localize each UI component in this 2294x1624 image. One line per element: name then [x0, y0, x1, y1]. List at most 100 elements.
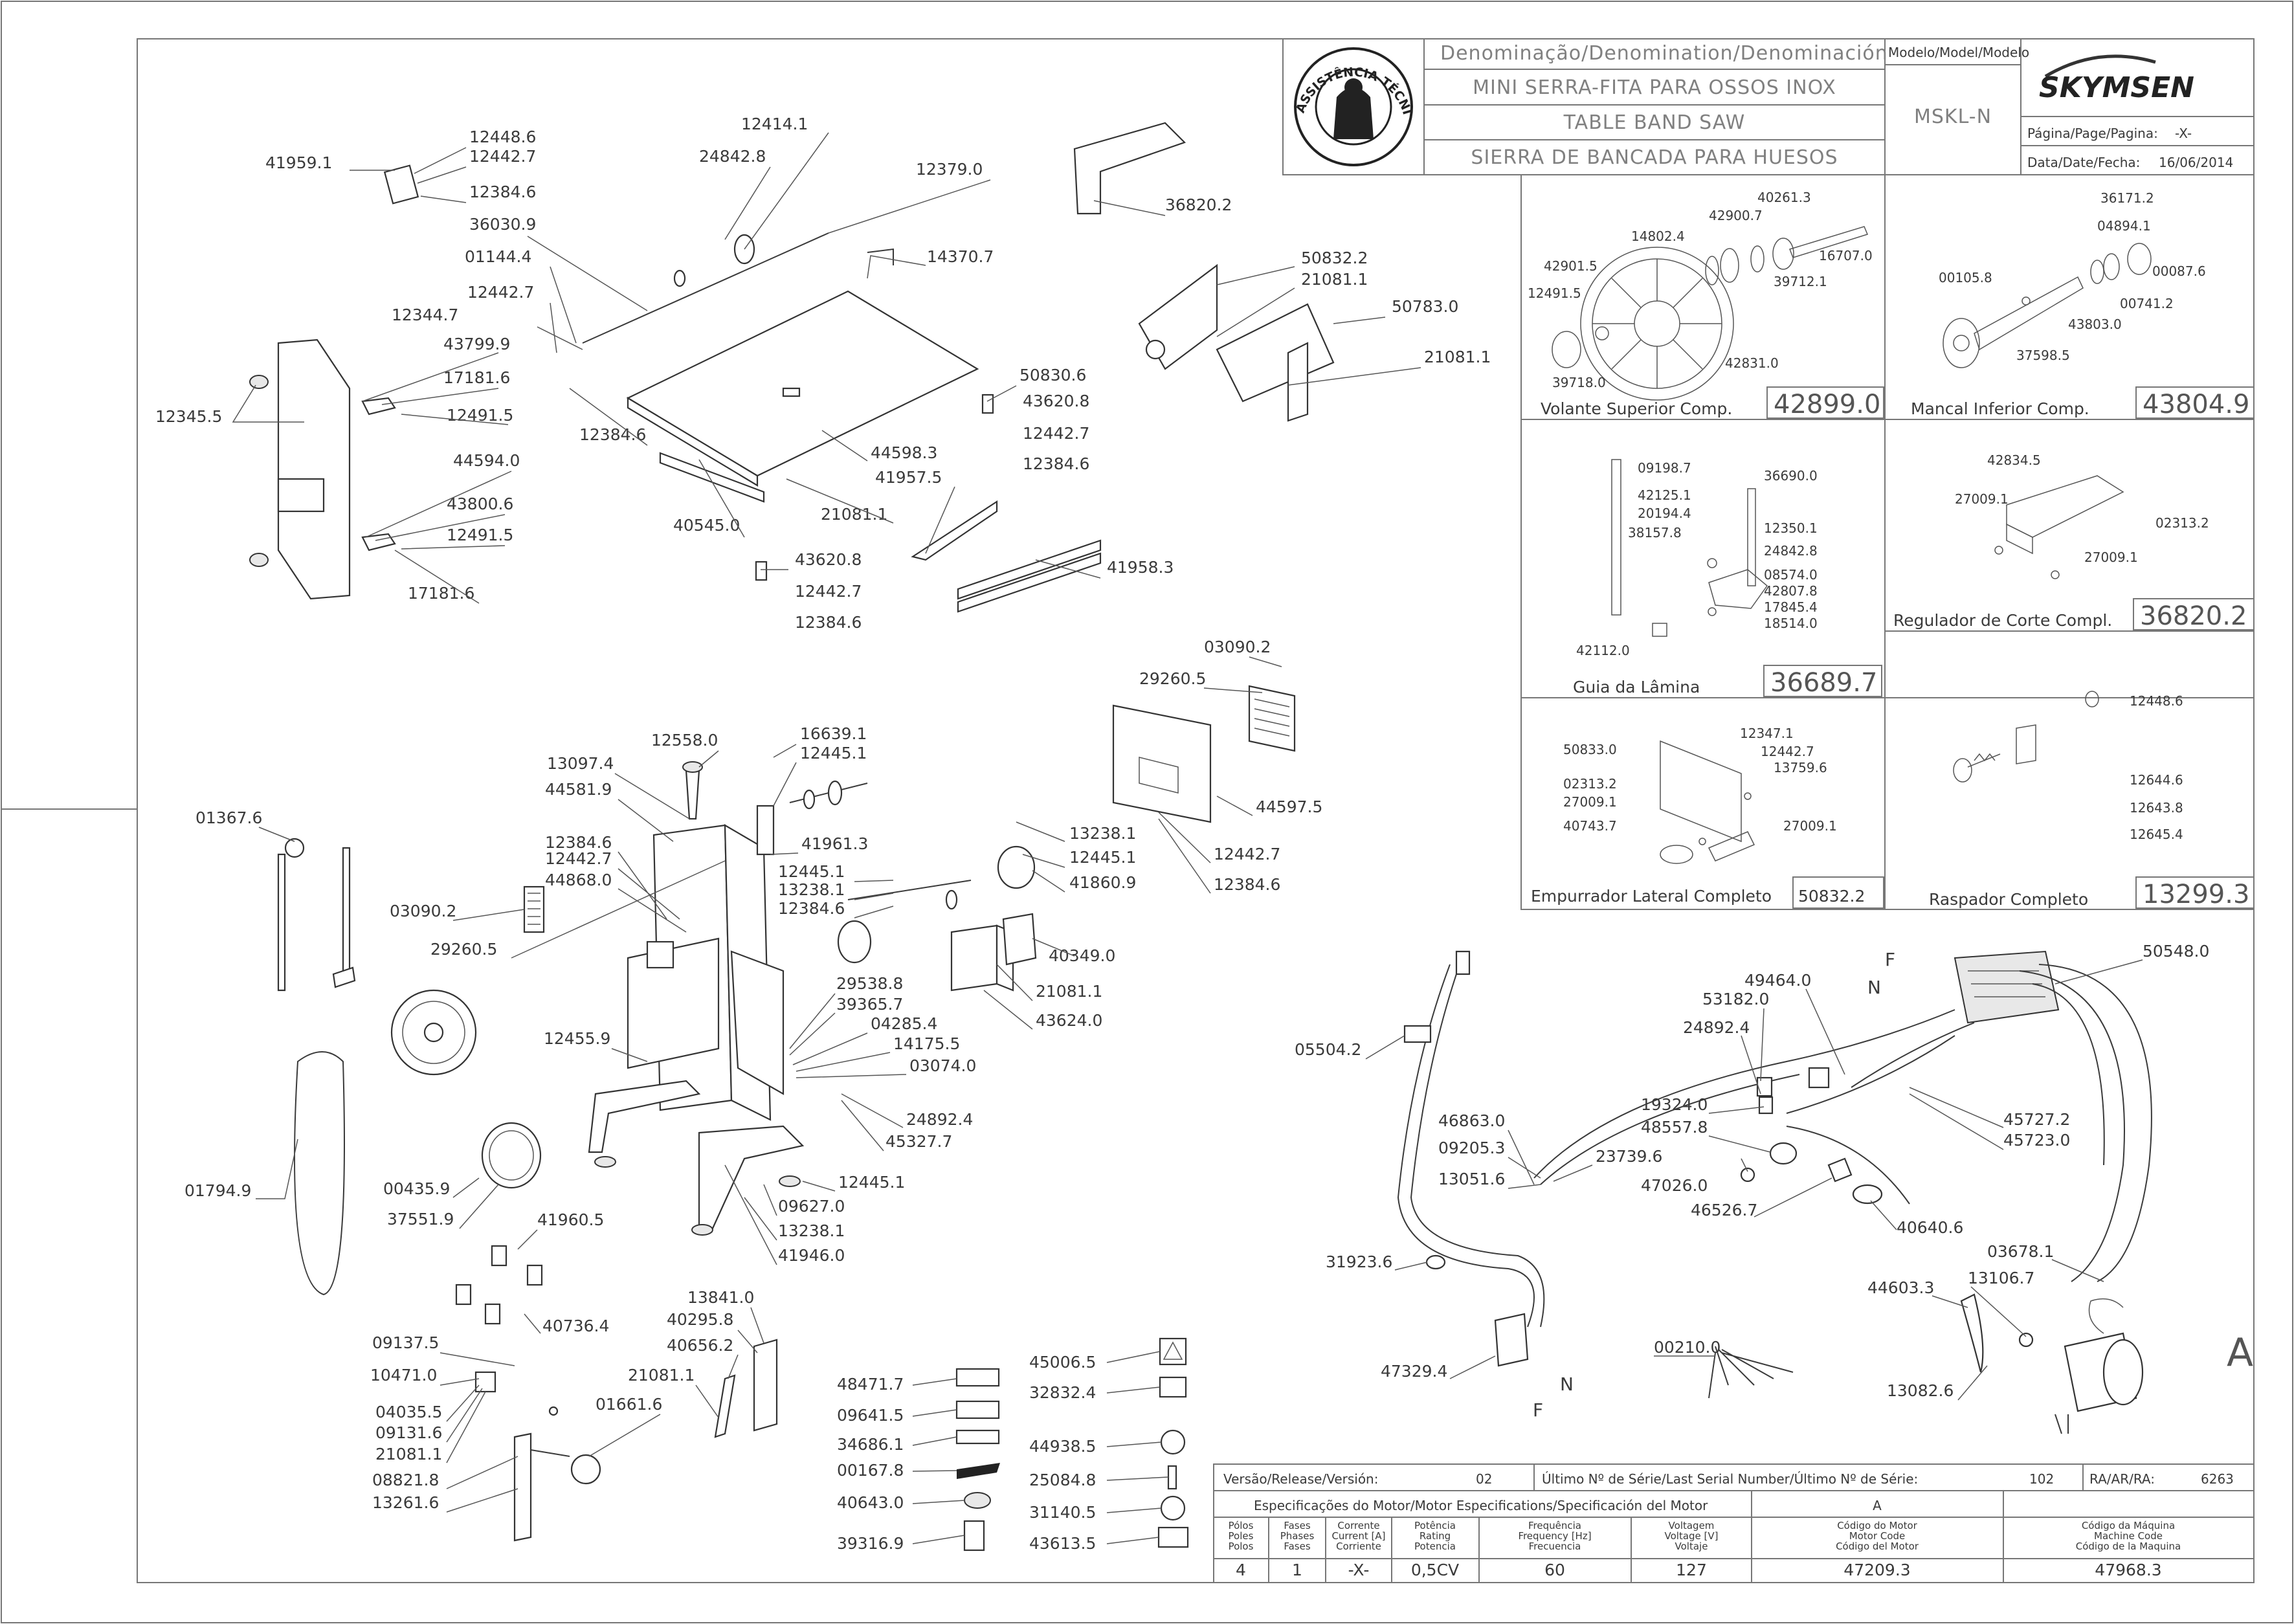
svg-text:0,5CV: 0,5CV [1411, 1561, 1459, 1579]
name-pt: MINI SERRA-FITA PARA OSSOS INOX [1473, 76, 1836, 99]
svg-text:42900.7: 42900.7 [1709, 208, 1763, 223]
svg-text:13051.6: 13051.6 [1438, 1170, 1505, 1188]
svg-text:36690.0: 36690.0 [1764, 468, 1818, 484]
svg-text:04035.5: 04035.5 [375, 1403, 442, 1421]
svg-text:17181.6: 17181.6 [408, 584, 474, 603]
svg-text:31923.6: 31923.6 [1326, 1252, 1392, 1271]
svg-text:31140.5: 31140.5 [1029, 1503, 1096, 1522]
spec-column-header: Código do Motor [1837, 1520, 1917, 1531]
svg-text:21081.1: 21081.1 [628, 1366, 695, 1385]
svg-text:102: 102 [2029, 1471, 2054, 1487]
spec-column-header: Potencia [1414, 1541, 1456, 1552]
svg-text:08574.0: 08574.0 [1764, 567, 1818, 583]
upper-leaders [232, 132, 1421, 604]
svg-text:46526.7: 46526.7 [1691, 1201, 1757, 1219]
svg-text:40643.0: 40643.0 [837, 1493, 904, 1512]
svg-text:ASSISTÊNCIA TÉCNICA AUTORIZADA: ASSISTÊNCIA TÉCNICA AUTORIZADA [0, 0, 1414, 117]
spec-column-header: Rating [1420, 1530, 1451, 1542]
subassembly-grid [1520, 174, 2255, 910]
svg-text:12448.6: 12448.6 [2130, 693, 2183, 709]
decal-callouts: 48471.7 09641.5 34686.1 00167.8 40643.0 … [837, 1353, 1096, 1553]
svg-text:37598.5: 37598.5 [2016, 348, 2070, 363]
svg-text:42807.8: 42807.8 [1764, 583, 1818, 599]
svg-text:39365.7: 39365.7 [836, 995, 903, 1014]
svg-text:13106.7: 13106.7 [1968, 1269, 2034, 1287]
lower-callouts: 41960.5 40736.4 09137.5 10471.0 04035.5 … [370, 1210, 754, 1512]
svg-text:44581.9: 44581.9 [545, 780, 612, 799]
svg-text:127: 127 [1676, 1561, 1707, 1579]
svg-text:12384.6: 12384.6 [778, 899, 845, 918]
spec-column-header: Polos [1229, 1541, 1254, 1552]
spec-column-header: Frequência [1528, 1520, 1581, 1531]
svg-text:03090.2: 03090.2 [1204, 638, 1271, 656]
lower-bearing-title: Mancal Inferior Comp. [1911, 399, 2089, 418]
svg-text:12379.0: 12379.0 [916, 160, 983, 179]
middle-leaders [256, 656, 1282, 1265]
blade-guide-title: Guia da Lâmina [1573, 678, 1700, 696]
svg-text:29538.8: 29538.8 [836, 974, 903, 993]
side-pusher-title: Empurrador Lateral Completo [1531, 887, 1772, 906]
svg-text:12491.5: 12491.5 [1528, 285, 1581, 301]
svg-text:01794.9: 01794.9 [184, 1181, 251, 1200]
svg-text:03090.2: 03090.2 [390, 902, 456, 920]
svg-text:09627.0: 09627.0 [778, 1197, 845, 1216]
svg-text:42112.0: 42112.0 [1576, 643, 1630, 658]
svg-text:14370.7: 14370.7 [927, 247, 994, 266]
svg-text:43613.5: 43613.5 [1029, 1534, 1096, 1553]
svg-text:39718.0: 39718.0 [1552, 375, 1606, 390]
svg-text:F: F [1533, 1399, 1543, 1421]
svg-text:20194.4: 20194.4 [1638, 506, 1691, 521]
wire-letters: F N N F A [1533, 949, 2253, 1421]
svg-text:44603.3: 44603.3 [1867, 1278, 1934, 1297]
svg-text:12384.6: 12384.6 [579, 425, 646, 444]
svg-text:39316.9: 39316.9 [837, 1534, 904, 1553]
svg-text:40743.7: 40743.7 [1563, 818, 1617, 834]
svg-text:14175.5: 14175.5 [893, 1034, 960, 1053]
svg-text:12645.4: 12645.4 [2130, 827, 2183, 842]
svg-text:36820.2: 36820.2 [1165, 195, 1232, 214]
svg-text:10471.0: 10471.0 [370, 1366, 437, 1385]
spec-column-header: Voltaje [1675, 1541, 1708, 1552]
svg-text:03074.0: 03074.0 [909, 1056, 976, 1075]
svg-text:36171.2: 36171.2 [2100, 190, 2154, 206]
subassembly-lower-bearing: 36171.2 04894.1 00105.8 00087.6 00741.2 … [1911, 190, 2255, 419]
svg-text:24892.4: 24892.4 [906, 1110, 973, 1129]
upper-wheel-callouts: 40261.3 42900.7 14802.4 16707.0 42901.5 … [1528, 190, 1873, 390]
motor-spec-values: 4 1 -X- 0,5CV 60 127 47209.3 47968.3 [1236, 1561, 2162, 1579]
spec-column-header: Código da Máquina [2082, 1520, 2175, 1531]
svg-text:01144.4: 01144.4 [465, 247, 531, 266]
svg-text:24842.8: 24842.8 [1764, 543, 1818, 559]
electrical-drawing [1397, 950, 2152, 1434]
svg-text:37551.9: 37551.9 [387, 1210, 454, 1229]
svg-text:40656.2: 40656.2 [667, 1336, 733, 1355]
svg-text:27009.1: 27009.1 [1563, 794, 1617, 810]
svg-text:50548.0: 50548.0 [2143, 942, 2209, 961]
lower-assembly-drawing [455, 1245, 778, 1542]
name-es: SIERRA DE BANCADA PARA HUESOS [1471, 146, 1838, 169]
spec-column-header: Corriente [1336, 1541, 1381, 1552]
svg-text:50833.0: 50833.0 [1563, 742, 1617, 757]
svg-text:05504.2: 05504.2 [1295, 1040, 1361, 1059]
svg-text:39712.1: 39712.1 [1774, 274, 1827, 289]
svg-text:18514.0: 18514.0 [1764, 616, 1818, 631]
svg-text:12455.9: 12455.9 [544, 1029, 610, 1048]
svg-text:12384.6: 12384.6 [1023, 454, 1089, 473]
spec-column-header: Fases [1284, 1541, 1310, 1552]
svg-text:12442.7: 12442.7 [1761, 744, 1814, 759]
subassembly-scraper: 12448.6 12644.6 12643.8 12645.4 Raspador… [1929, 691, 2255, 909]
upper-wheel-code: 42899.0 [1774, 390, 1880, 419]
middle-assembly-drawing [277, 685, 1296, 1296]
svg-text:27009.1: 27009.1 [1783, 818, 1837, 834]
subassembly-blade-guide: 09198.7 36690.0 42125.1 20194.4 38157.8 … [1573, 459, 1882, 698]
svg-text:41960.5: 41960.5 [537, 1210, 604, 1229]
svg-text:27009.1: 27009.1 [2084, 550, 2138, 565]
svg-text:21081.1: 21081.1 [375, 1445, 442, 1463]
scraper-title: Raspador Completo [1929, 890, 2088, 909]
spec-column-header: Machine Code [2094, 1530, 2163, 1542]
svg-text:53182.0: 53182.0 [1702, 990, 1769, 1008]
svg-text:50830.6: 50830.6 [1019, 366, 1086, 384]
svg-text:12442.7: 12442.7 [467, 283, 534, 302]
svg-text:02: 02 [1476, 1471, 1492, 1487]
svg-text:25084.8: 25084.8 [1029, 1471, 1096, 1489]
svg-text:08821.8: 08821.8 [372, 1471, 439, 1489]
